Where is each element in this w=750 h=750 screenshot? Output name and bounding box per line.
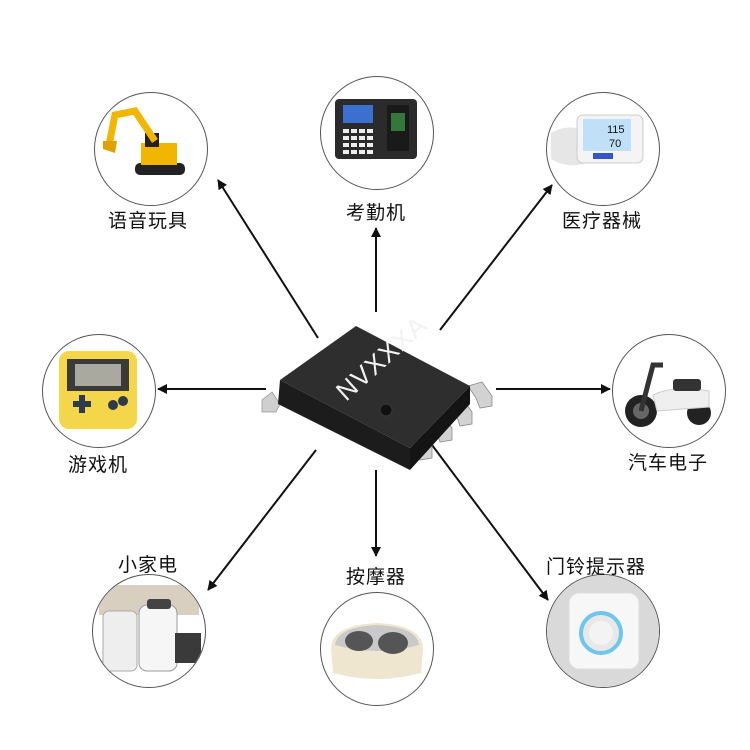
svg-text:70: 70 xyxy=(609,138,621,150)
pin1-dot xyxy=(379,403,393,417)
kitchen-appliance-icon xyxy=(99,585,201,672)
electric-scooter-icon xyxy=(625,362,711,427)
voice-toy-label: 语音玩具 xyxy=(107,210,189,232)
game-console-label: 游戏机 xyxy=(67,454,129,476)
chip-side-front xyxy=(278,380,410,470)
auto-electronics-image xyxy=(612,334,726,448)
foot-massager-icon xyxy=(331,623,423,679)
ic-chip: NVXXXA xyxy=(261,310,493,470)
medical-device-image: 115 70 xyxy=(546,92,660,206)
chip-side-right xyxy=(410,386,470,470)
medical-device-label: 医疗器械 xyxy=(561,210,643,232)
game-console-image xyxy=(42,334,156,448)
attendance-terminal-icon xyxy=(335,99,417,159)
excavator-toy-icon xyxy=(103,107,185,175)
svg-text:115: 115 xyxy=(607,124,625,136)
chip-pin xyxy=(467,381,493,409)
attendance-machine-label: 考勤机 xyxy=(345,202,407,224)
arrow-medical-device xyxy=(439,184,553,331)
massager-label: 按摩器 xyxy=(345,566,407,588)
attendance-machine-image xyxy=(320,76,434,190)
doorbell-label: 门铃提示器 xyxy=(545,556,647,578)
doorbell-image xyxy=(546,574,660,688)
voice-toy-image xyxy=(94,92,208,206)
small-appliance-label: 小家电 xyxy=(117,554,179,576)
massager-image xyxy=(320,592,434,706)
small-appliance-image xyxy=(92,574,206,688)
chip-top xyxy=(280,326,470,448)
arrow-small-appliance xyxy=(207,449,317,591)
arrow-voice-toy xyxy=(217,179,319,339)
arrow-doorbell xyxy=(431,444,549,601)
doorbell-icon xyxy=(547,575,659,687)
handheld-game-console-icon xyxy=(59,351,137,429)
blood-pressure-monitor-icon: 115 70 xyxy=(551,114,644,166)
auto-electronics-label: 汽车电子 xyxy=(627,452,709,474)
chip-pin xyxy=(261,391,281,413)
